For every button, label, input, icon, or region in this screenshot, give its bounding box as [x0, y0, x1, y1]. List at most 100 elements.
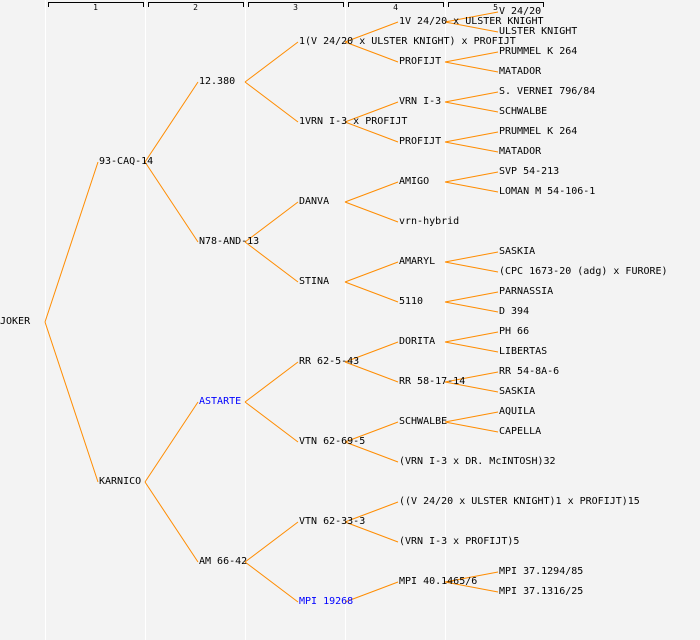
pedigree-node[interactable]: MPI 37.1316/25 — [499, 586, 584, 597]
pedigree-link — [244, 41, 299, 83]
pedigree-link — [344, 261, 399, 283]
pedigree-node[interactable]: SASKIA — [499, 386, 536, 397]
pedigree-link — [244, 401, 299, 443]
generation-bracket — [348, 2, 444, 7]
pedigree-node[interactable]: VTN 62-69-5 — [299, 436, 366, 447]
pedigree-link — [444, 571, 499, 583]
generation-number: 2 — [193, 3, 198, 12]
pedigree-node[interactable]: AMIGO — [399, 176, 430, 187]
pedigree-node[interactable]: 5110 — [399, 296, 424, 307]
pedigree-node[interactable]: vrn-hybrid — [399, 216, 460, 227]
pedigree-node[interactable]: 1VRN I-3 x PROFIJT — [299, 116, 408, 127]
pedigree-node[interactable]: PH 66 — [499, 326, 530, 337]
pedigree-node[interactable]: 12.380 — [199, 76, 236, 87]
pedigree-node[interactable]: PROFIJT — [399, 136, 442, 147]
pedigree-node[interactable]: PRUMMEL K 264 — [499, 126, 578, 137]
pedigree-node[interactable]: LIBERTAS — [499, 346, 548, 357]
pedigree-node[interactable]: MPI 37.1294/85 — [499, 566, 584, 577]
pedigree-link — [344, 421, 399, 443]
pedigree-link — [244, 521, 299, 563]
pedigree-link — [344, 441, 399, 463]
generation-number: 3 — [293, 3, 298, 12]
pedigree-link — [344, 201, 399, 223]
column-separator — [245, 0, 246, 640]
pedigree-node[interactable]: DANVA — [299, 196, 330, 207]
pedigree-node[interactable]: (VRN I-3 x PROFIJT)5 — [399, 536, 520, 547]
column-separator — [145, 0, 146, 640]
pedigree-link — [444, 11, 499, 23]
pedigree-link — [344, 501, 399, 523]
pedigree-link — [244, 241, 299, 283]
pedigree-link — [44, 321, 99, 483]
column-separator — [445, 0, 446, 640]
pedigree-link — [444, 21, 499, 33]
pedigree-node[interactable]: SVP 54-213 — [499, 166, 560, 177]
pedigree-node[interactable]: SCHWALBE — [399, 416, 448, 427]
pedigree-link — [344, 581, 399, 603]
pedigree-node[interactable]: PRUMMEL K 264 — [499, 46, 578, 57]
pedigree-node[interactable]: PARNASSIA — [499, 286, 554, 297]
pedigree-link — [344, 181, 399, 203]
pedigree-link — [144, 401, 199, 483]
pedigree-node[interactable]: SCHWALBE — [499, 106, 548, 117]
pedigree-node[interactable]: JOKER — [0, 316, 31, 327]
pedigree-node[interactable]: V 24/20 — [499, 6, 542, 17]
pedigree-node[interactable]: VTN 62-33-3 — [299, 516, 366, 527]
pedigree-link — [244, 81, 299, 123]
column-separator — [345, 0, 346, 640]
pedigree-node[interactable]: ((V 24/20 x ULSTER KNIGHT)1 x PROFIJT)15 — [399, 496, 640, 507]
pedigree-link — [444, 141, 499, 153]
pedigree-link — [444, 381, 499, 393]
pedigree-node[interactable]: AM 66-42 — [199, 556, 248, 567]
pedigree-node[interactable]: AQUILA — [499, 406, 536, 417]
pedigree-link — [344, 361, 399, 383]
pedigree-node[interactable]: (VRN I-3 x DR. McINTOSH)32 — [399, 456, 556, 467]
generation-number: 4 — [393, 3, 398, 12]
pedigree-link — [344, 521, 399, 543]
pedigree-link — [444, 331, 499, 343]
pedigree-link — [444, 371, 499, 383]
generation-bracket — [248, 2, 344, 7]
pedigree-node[interactable]: PROFIJT — [399, 56, 442, 67]
pedigree-link — [344, 21, 399, 43]
pedigree-node[interactable]: LOMAN M 54-106-1 — [499, 186, 596, 197]
pedigree-node[interactable]: VRN I-3 — [399, 96, 442, 107]
pedigree-link — [444, 91, 499, 103]
pedigree-link — [444, 341, 499, 353]
pedigree-node[interactable]: MATADOR — [499, 146, 542, 157]
pedigree-link — [444, 171, 499, 183]
pedigree-node[interactable]: MPI 19268 — [299, 596, 354, 607]
pedigree-node[interactable]: ULSTER KNIGHT — [499, 26, 578, 37]
pedigree-link — [444, 261, 499, 273]
pedigree-node[interactable]: DORITA — [399, 336, 436, 347]
pedigree-node[interactable]: SASKIA — [499, 246, 536, 257]
pedigree-node[interactable]: 1(V 24/20 x ULSTER KNIGHT) x PROFIJT — [299, 36, 516, 47]
pedigree-node[interactable]: MPI 40.1465/6 — [399, 576, 478, 587]
pedigree-link — [344, 341, 399, 363]
pedigree-link — [444, 101, 499, 113]
pedigree-node[interactable]: MATADOR — [499, 66, 542, 77]
pedigree-node[interactable]: S. VERNEI 796/84 — [499, 86, 596, 97]
pedigree-node[interactable]: RR 54-8A-6 — [499, 366, 560, 377]
pedigree-node[interactable]: RR 62-5-43 — [299, 356, 360, 367]
pedigree-node[interactable]: N78-AND-13 — [199, 236, 260, 247]
pedigree-node[interactable]: ASTARTE — [199, 396, 242, 407]
pedigree-link — [144, 81, 199, 163]
pedigree-node[interactable]: 1V 24/20 x ULSTER KNIGHT — [399, 16, 544, 27]
pedigree-link — [444, 581, 499, 593]
pedigree-node[interactable]: (CPC 1673-20 (adg) x FURORE) — [499, 266, 668, 277]
pedigree-link — [444, 291, 499, 303]
pedigree-link — [444, 411, 499, 423]
pedigree-link — [444, 61, 499, 73]
pedigree-link — [444, 181, 499, 193]
pedigree-link — [444, 421, 499, 433]
pedigree-node[interactable]: AMARYL — [399, 256, 436, 267]
pedigree-node[interactable]: 93-CAQ-14 — [99, 156, 154, 167]
pedigree-node[interactable]: RR 58-17-14 — [399, 376, 466, 387]
pedigree-node[interactable]: KARNICO — [99, 476, 142, 487]
pedigree-node[interactable]: STINA — [299, 276, 330, 287]
pedigree-node[interactable]: CAPELLA — [499, 426, 542, 437]
generation-bracket — [148, 2, 244, 7]
pedigree-node[interactable]: D 394 — [499, 306, 530, 317]
